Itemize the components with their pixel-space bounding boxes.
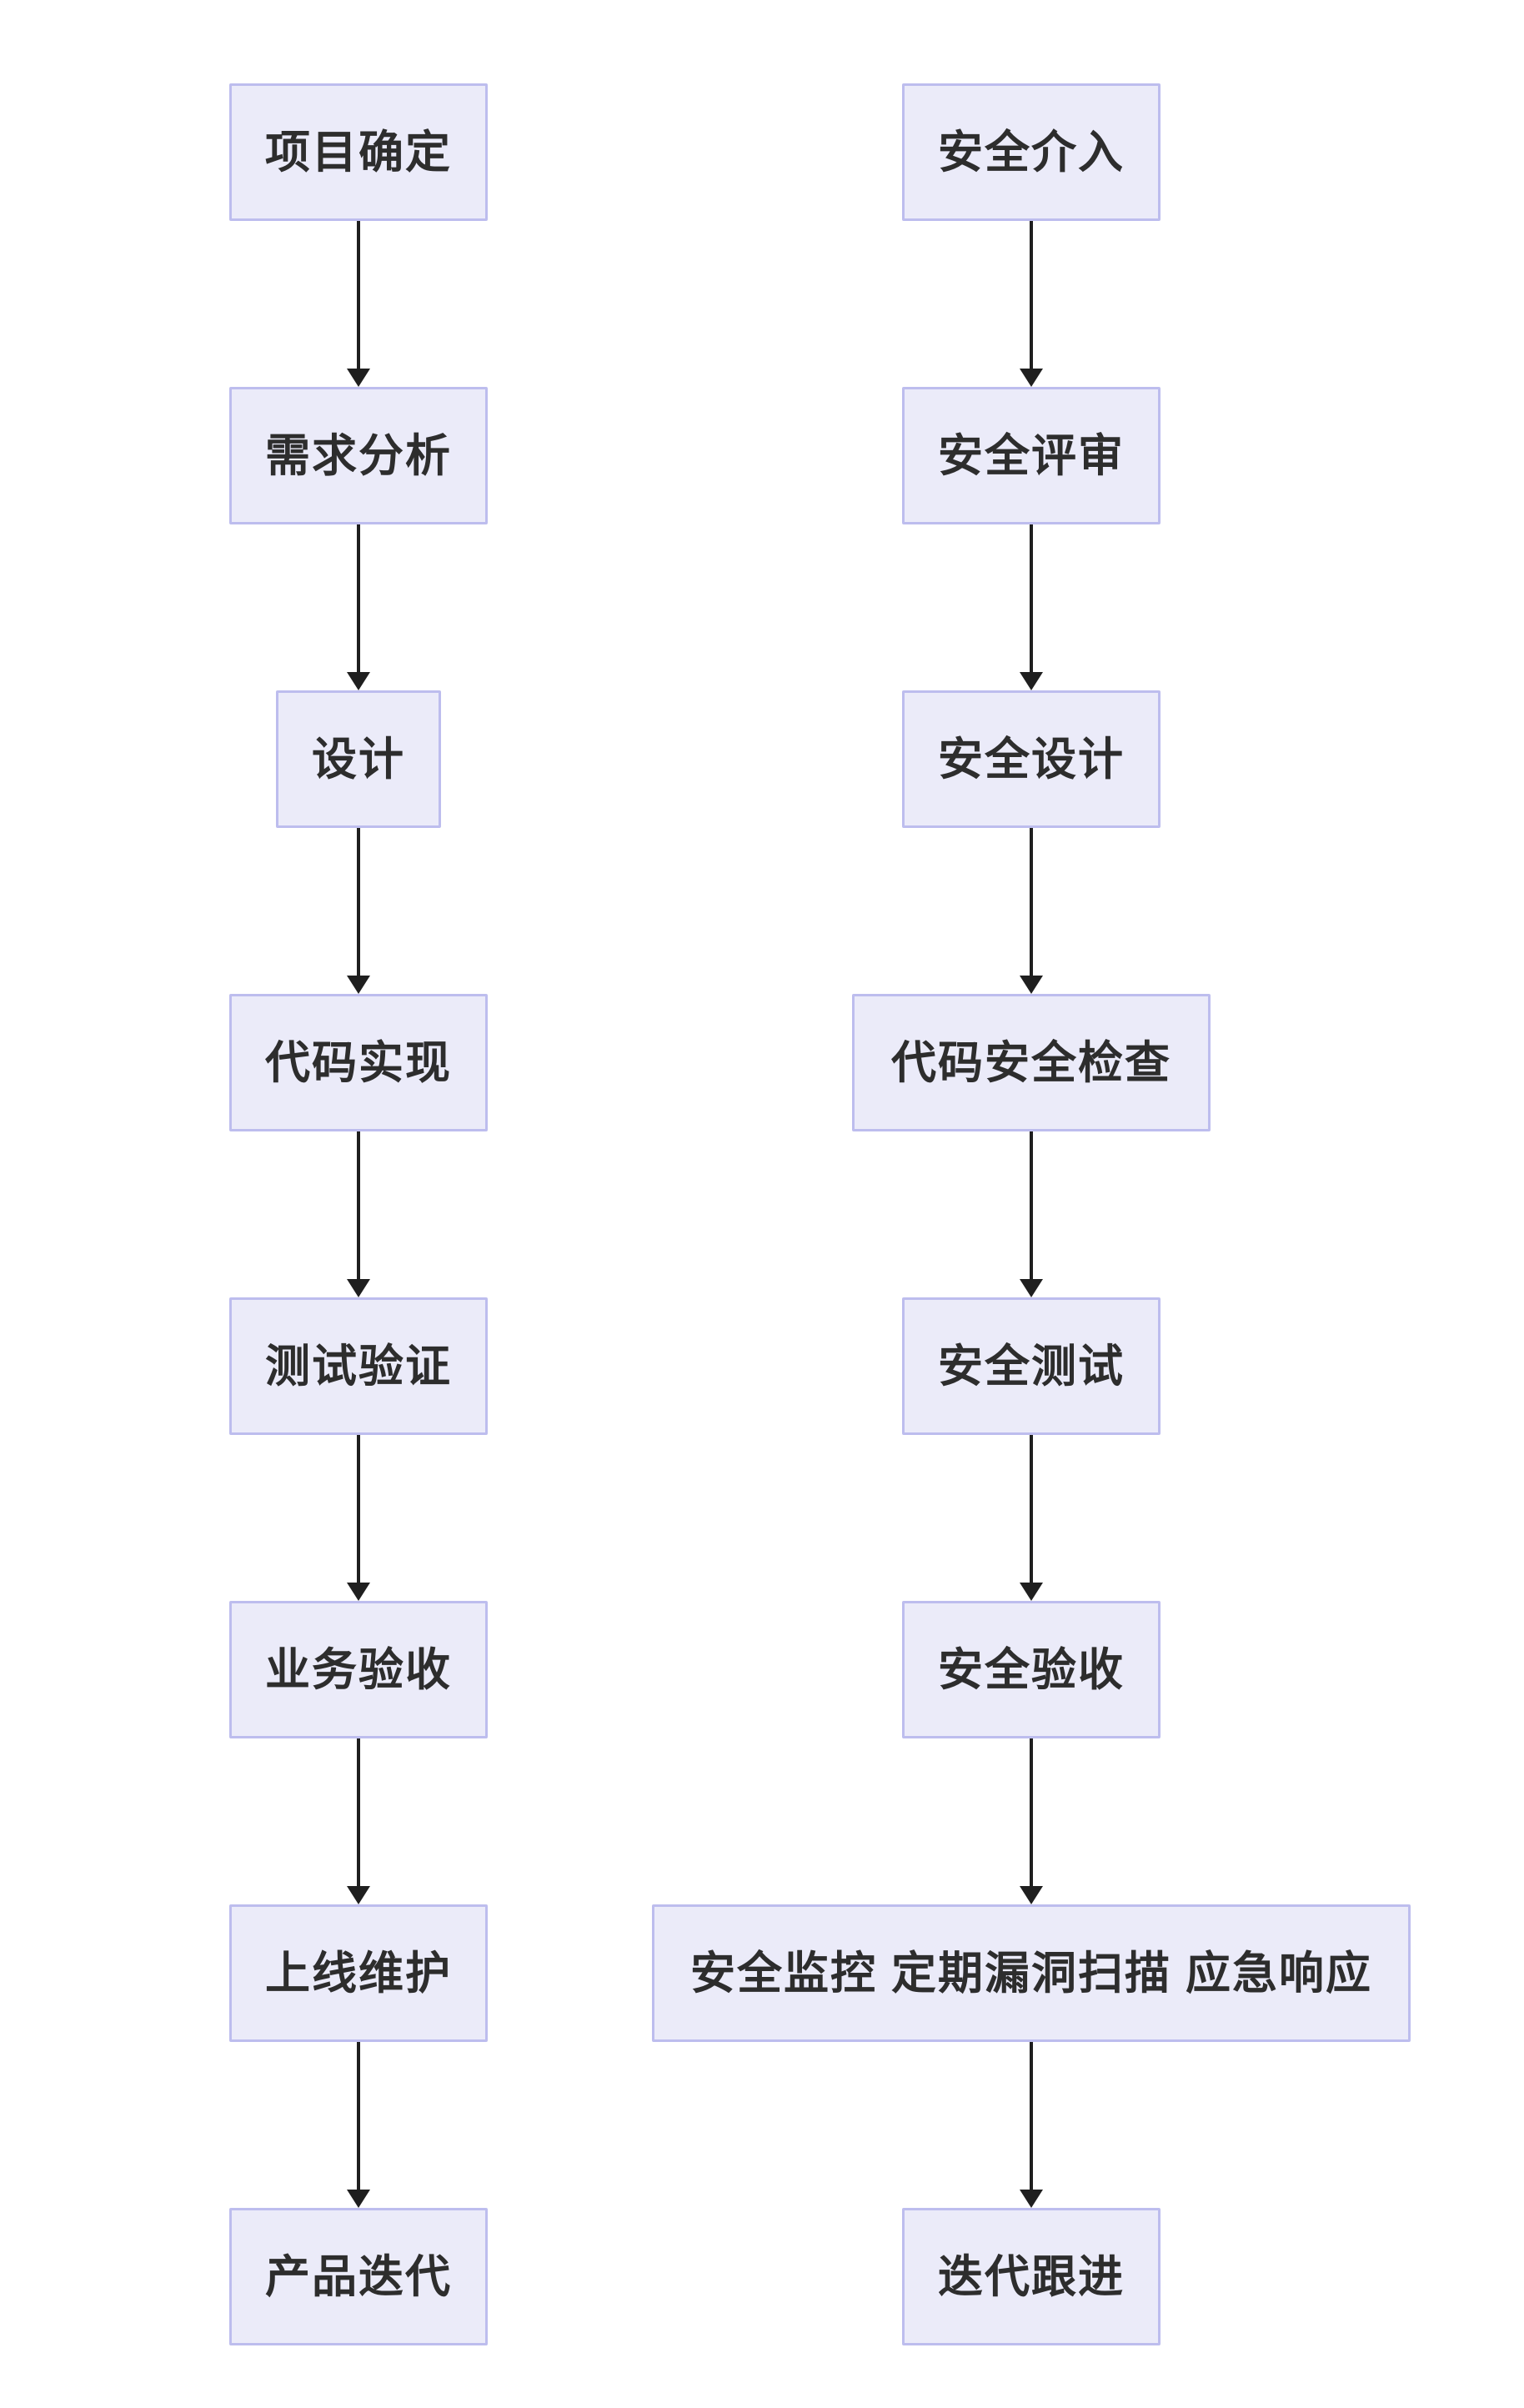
node-iteration-followup: 迭代跟进	[902, 2208, 1161, 2345]
arrow-down	[1020, 1131, 1043, 1297]
arrow-down	[347, 1738, 370, 1904]
arrow-head-icon	[347, 369, 370, 387]
node-label: 安全评审	[938, 430, 1125, 481]
arrow-shaft	[1030, 828, 1033, 976]
node-label: 安全验收	[938, 1644, 1125, 1695]
arrow-down	[1020, 524, 1043, 690]
arrow-shaft	[357, 1738, 360, 1887]
arrow-shaft	[357, 2042, 360, 2190]
node-label: 项目确定	[265, 127, 452, 178]
arrow-head-icon	[347, 2190, 370, 2208]
node-label: 安全介入	[938, 127, 1125, 178]
node-label: 代码实现	[265, 1037, 452, 1088]
node-launch-maintenance: 上线维护	[229, 1904, 488, 2042]
node-design: 设计	[276, 690, 441, 828]
node-label: 上线维护	[265, 1948, 452, 1999]
node-label: 迭代跟进	[938, 2251, 1125, 2302]
node-code-implementation: 代码实现	[229, 994, 488, 1131]
node-business-acceptance: 业务验收	[229, 1601, 488, 1738]
arrow-head-icon	[347, 976, 370, 994]
node-label: 业务验收	[265, 1644, 452, 1695]
arrow-head-icon	[347, 1886, 370, 1904]
arrow-head-icon	[1020, 1583, 1043, 1601]
node-test-verification: 测试验证	[229, 1297, 488, 1435]
node-product-iteration: 产品迭代	[229, 2208, 488, 2345]
node-security-testing: 安全测试	[902, 1297, 1161, 1435]
arrow-down	[1020, 1435, 1043, 1601]
node-label: 安全监控 定期漏洞扫描 应急响应	[689, 1948, 1372, 1999]
arrow-shaft	[1030, 2042, 1033, 2190]
arrow-shaft	[1030, 1131, 1033, 1280]
node-label: 安全设计	[938, 734, 1125, 785]
arrow-shaft	[1030, 221, 1033, 369]
node-security-engagement: 安全介入	[902, 83, 1161, 221]
arrow-head-icon	[1020, 2190, 1043, 2208]
node-requirements-analysis: 需求分析	[229, 387, 488, 524]
node-code-security-check: 代码安全检查	[852, 994, 1211, 1131]
arrow-head-icon	[347, 1279, 370, 1297]
node-security-acceptance: 安全验收	[902, 1601, 1161, 1738]
arrow-shaft	[357, 828, 360, 976]
dev-flow-column: 项目确定 需求分析 设计 代码实现 测试验证	[229, 83, 488, 2345]
arrow-head-icon	[347, 1583, 370, 1601]
arrow-head-icon	[1020, 369, 1043, 387]
node-project-confirmation: 项目确定	[229, 83, 488, 221]
node-label: 代码安全检查	[891, 1037, 1171, 1088]
arrow-head-icon	[1020, 1886, 1043, 1904]
arrow-shaft	[1030, 1738, 1033, 1887]
arrow-shaft	[357, 221, 360, 369]
arrow-shaft	[1030, 1435, 1033, 1583]
arrow-down	[347, 524, 370, 690]
arrow-down	[347, 1435, 370, 1601]
node-security-design: 安全设计	[902, 690, 1161, 828]
node-security-monitoring: 安全监控 定期漏洞扫描 应急响应	[652, 1904, 1411, 2042]
node-label: 需求分析	[265, 430, 452, 481]
arrow-head-icon	[347, 672, 370, 690]
arrow-head-icon	[1020, 976, 1043, 994]
node-label: 设计	[312, 734, 405, 785]
arrow-down	[1020, 1738, 1043, 1904]
node-label: 安全测试	[938, 1341, 1125, 1392]
arrow-down	[1020, 2042, 1043, 2208]
node-label: 测试验证	[265, 1341, 452, 1392]
arrow-shaft	[1030, 524, 1033, 673]
arrow-down	[347, 221, 370, 387]
arrow-head-icon	[1020, 1279, 1043, 1297]
arrow-down	[1020, 828, 1043, 994]
arrow-shaft	[357, 1131, 360, 1280]
node-security-review: 安全评审	[902, 387, 1161, 524]
arrow-down	[347, 828, 370, 994]
arrow-down	[347, 1131, 370, 1297]
arrow-shaft	[357, 1435, 360, 1583]
arrow-head-icon	[1020, 672, 1043, 690]
arrow-down	[347, 2042, 370, 2208]
arrow-down	[1020, 221, 1043, 387]
arrow-shaft	[357, 524, 360, 673]
node-label: 产品迭代	[265, 2251, 452, 2302]
security-flow-column: 安全介入 安全评审 安全设计 代码安全检查 安全测试	[652, 83, 1411, 2345]
